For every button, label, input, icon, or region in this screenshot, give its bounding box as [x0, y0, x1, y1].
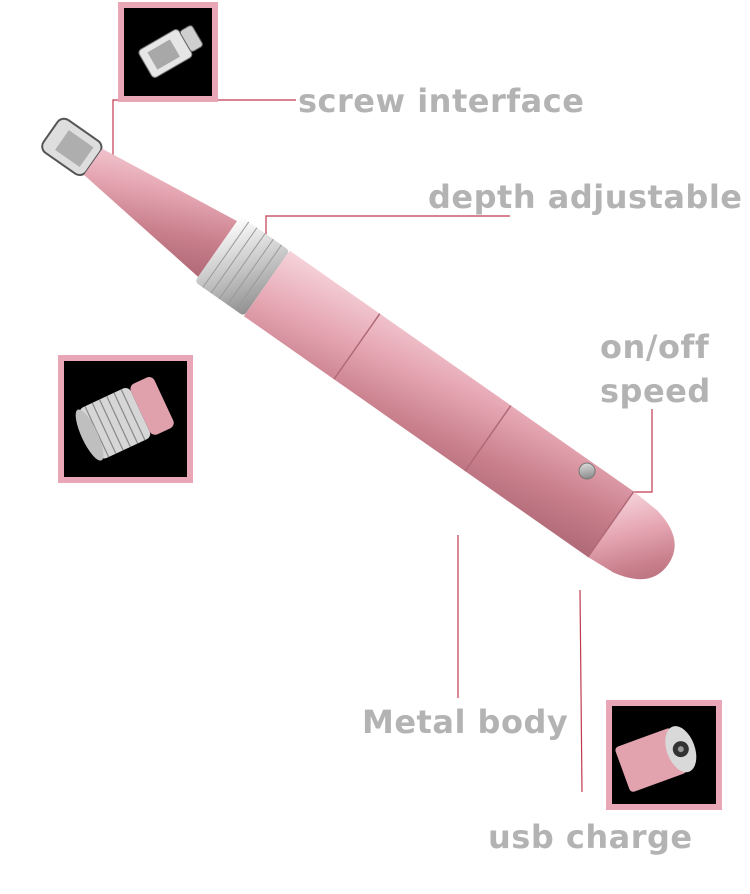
label-screw-interface: screw interface: [298, 82, 585, 120]
label-depth-adjustable: depth adjustable: [428, 178, 743, 216]
inset-depth-ring: [58, 355, 193, 483]
label-speed: speed: [600, 372, 711, 410]
label-on-off: on/off: [600, 328, 710, 366]
end-cap: [587, 491, 675, 580]
microneedle-pen: [41, 117, 675, 580]
usb-port-icon: [615, 726, 697, 792]
screw-cartridge-icon: [138, 25, 203, 78]
metal-body: [243, 250, 634, 558]
inset-screw-interface: [118, 2, 218, 102]
label-metal-body: Metal body: [362, 703, 569, 741]
inset-usb-charge: [606, 700, 722, 810]
power-button: [578, 462, 596, 480]
label-usb-charge: usb charge: [488, 818, 693, 856]
depth-ring-icon: [75, 377, 174, 461]
